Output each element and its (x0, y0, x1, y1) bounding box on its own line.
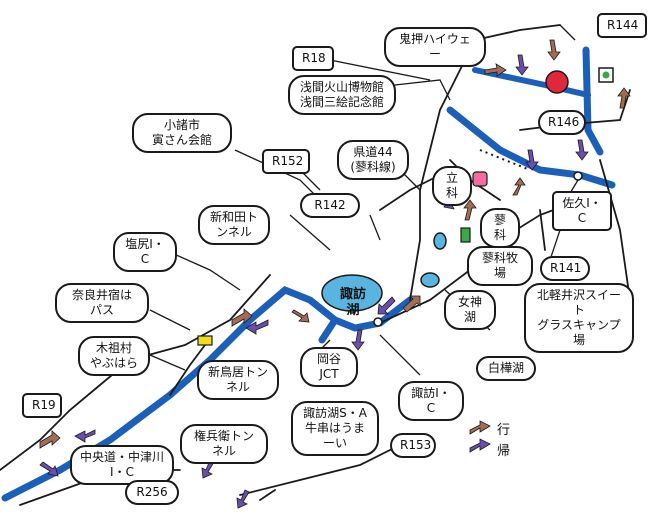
prefroad-label: 県道44 (​蓼科線) (337, 140, 409, 180)
megami-lake-shape (433, 232, 447, 250)
north-highway (472, 67, 591, 98)
ranch-marker (460, 227, 471, 243)
return-arrow (575, 139, 589, 161)
r144-highway (582, 46, 604, 156)
go-arrow (617, 87, 631, 109)
suwa-lake-shape (321, 274, 383, 312)
kiso-village-label: 木祖村 やぶはら (78, 336, 150, 376)
suwa-ic-label: 諏訪I・C (398, 381, 464, 421)
saku-ic-node (573, 171, 583, 181)
legend-return-text: 帰 (497, 444, 511, 459)
shirakaba-lake-shape (420, 272, 440, 288)
r146-label: R146 (538, 110, 586, 135)
suwa-ic-node (373, 317, 383, 327)
return-arrow (515, 54, 529, 76)
return-arrow (236, 489, 250, 509)
go-arrow (469, 420, 491, 435)
museum-label: 浅間火山博物館 浅間三絵記念館 (288, 75, 396, 115)
go-arrow (547, 39, 561, 61)
return-arrow (245, 319, 269, 335)
return-arrow (377, 296, 396, 315)
return-arrow (469, 438, 491, 453)
r19-label: R19 (22, 393, 62, 418)
go-arrow (291, 309, 310, 323)
r141-label: R141 (540, 256, 590, 281)
shintorii-label: 新鳥居トンネル (197, 360, 279, 400)
suwa-sa-label: 諏訪湖S・A 牛串はうまーい (291, 401, 379, 456)
r153-label: R153 (390, 433, 436, 458)
joshinetsu-expressway (446, 106, 616, 189)
go-arrow (231, 308, 253, 327)
museum-marker (545, 70, 569, 94)
return-arrow (39, 461, 59, 477)
go-arrow (484, 63, 507, 77)
shirakaba-lake-label: 白樺湖 (476, 356, 536, 381)
sa-marker (197, 335, 213, 346)
saku-ic-label: 佐久I・C (552, 191, 612, 231)
legend-go-text: 行 (497, 423, 511, 438)
r18-label: R18 (292, 46, 334, 71)
return-arrow (74, 429, 96, 443)
tateshina-marker (472, 171, 488, 187)
suwa-lake-label: 諏訪湖 (339, 287, 366, 319)
tateshina-label: 立科 (432, 166, 472, 206)
megami-lake-label: 女神湖 (444, 290, 496, 330)
tateshina2-label: 蓼科 (480, 208, 520, 248)
shin-wada-label: 新和田トンネル (198, 205, 270, 245)
okaya-jct-branch (318, 316, 339, 344)
r152-label: R152 (262, 149, 310, 174)
okaya-jct-label: 岡谷JCT (300, 347, 358, 387)
gonbei-label: 権兵衛トンネル (180, 424, 268, 464)
komoro-label: 小諸市 寅さん会館 (132, 113, 232, 153)
return-arrow (525, 149, 539, 171)
camping-label: 北軽井沢スイート グラスキャンプ 場 (524, 283, 634, 353)
go-arrow (39, 430, 61, 449)
r144-label: R144 (597, 13, 647, 38)
express-highway-label: 鬼押ハイウェー (384, 27, 486, 67)
go-arrow (512, 177, 526, 196)
go-arrow (402, 295, 421, 313)
go-arrow (463, 199, 477, 221)
naraijuku-label: 奈良井宿は パス (55, 283, 149, 323)
tateshina-ranch-label: 蓼科牧場 (467, 246, 533, 286)
r142-label: R142 (300, 193, 360, 218)
chuo-ic-label: 中央道・中津川 I・C (70, 445, 174, 485)
shiojiri-ic-label: 塩尻I・C (113, 232, 177, 272)
r256-label: R256 (125, 480, 179, 505)
return-arrow (351, 329, 365, 351)
